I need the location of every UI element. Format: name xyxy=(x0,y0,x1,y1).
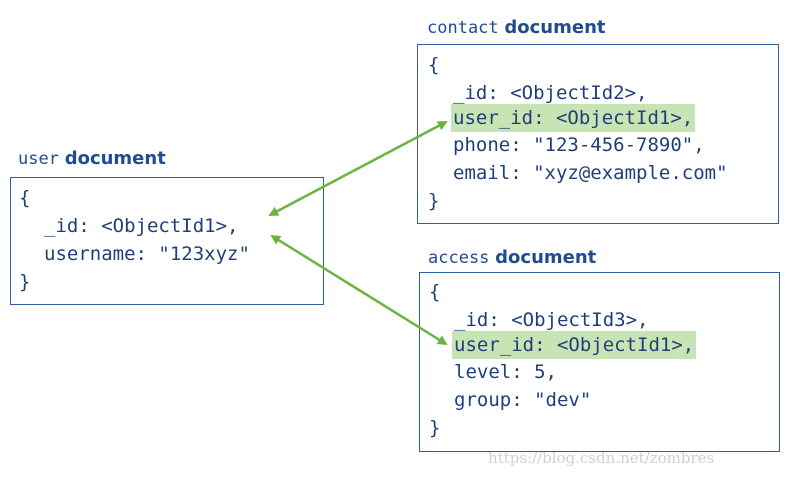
contact-document-box: { _id: <ObjectId2>, user_id: <ObjectId1>… xyxy=(417,44,779,224)
access-brace-close: } xyxy=(429,417,441,439)
user-document-title: user document xyxy=(18,148,166,170)
watermark: https://blog.csdn.net/zombres xyxy=(488,449,715,467)
arrow-user-contact xyxy=(268,120,448,217)
contact-title-word: document xyxy=(504,17,606,38)
contact-line-phone: phone: "123-456-7890", xyxy=(453,134,705,156)
user-title-word: document xyxy=(64,148,166,169)
user-line-id: _id: <ObjectId1>, xyxy=(44,215,239,237)
access-line-user-id: user_id: <ObjectId1>, xyxy=(452,331,697,359)
access-line-group: group: "dev" xyxy=(454,389,592,411)
contact-line-email: email: "xyz@example.com" xyxy=(453,162,728,184)
access-document-box: { _id: <ObjectId3>, user_id: <ObjectId1>… xyxy=(419,272,780,452)
user-title-keyword: user xyxy=(18,149,59,169)
access-line-level: level: 5, xyxy=(454,361,557,383)
contact-line-id: _id: <ObjectId2>, xyxy=(453,82,648,104)
access-title-word: document xyxy=(495,247,597,268)
contact-title-keyword: contact xyxy=(427,18,499,38)
user-brace-open: { xyxy=(19,187,31,209)
contact-document-title: contact document xyxy=(427,17,606,39)
user-brace-close: } xyxy=(19,271,31,293)
arrow-user-access xyxy=(270,234,448,346)
access-line-id: _id: <ObjectId3>, xyxy=(454,309,649,331)
user-line-username: username: "123xyz" xyxy=(44,243,250,265)
contact-line-user-id: user_id: <ObjectId1>, xyxy=(451,104,696,132)
contact-brace-open: { xyxy=(428,54,440,76)
